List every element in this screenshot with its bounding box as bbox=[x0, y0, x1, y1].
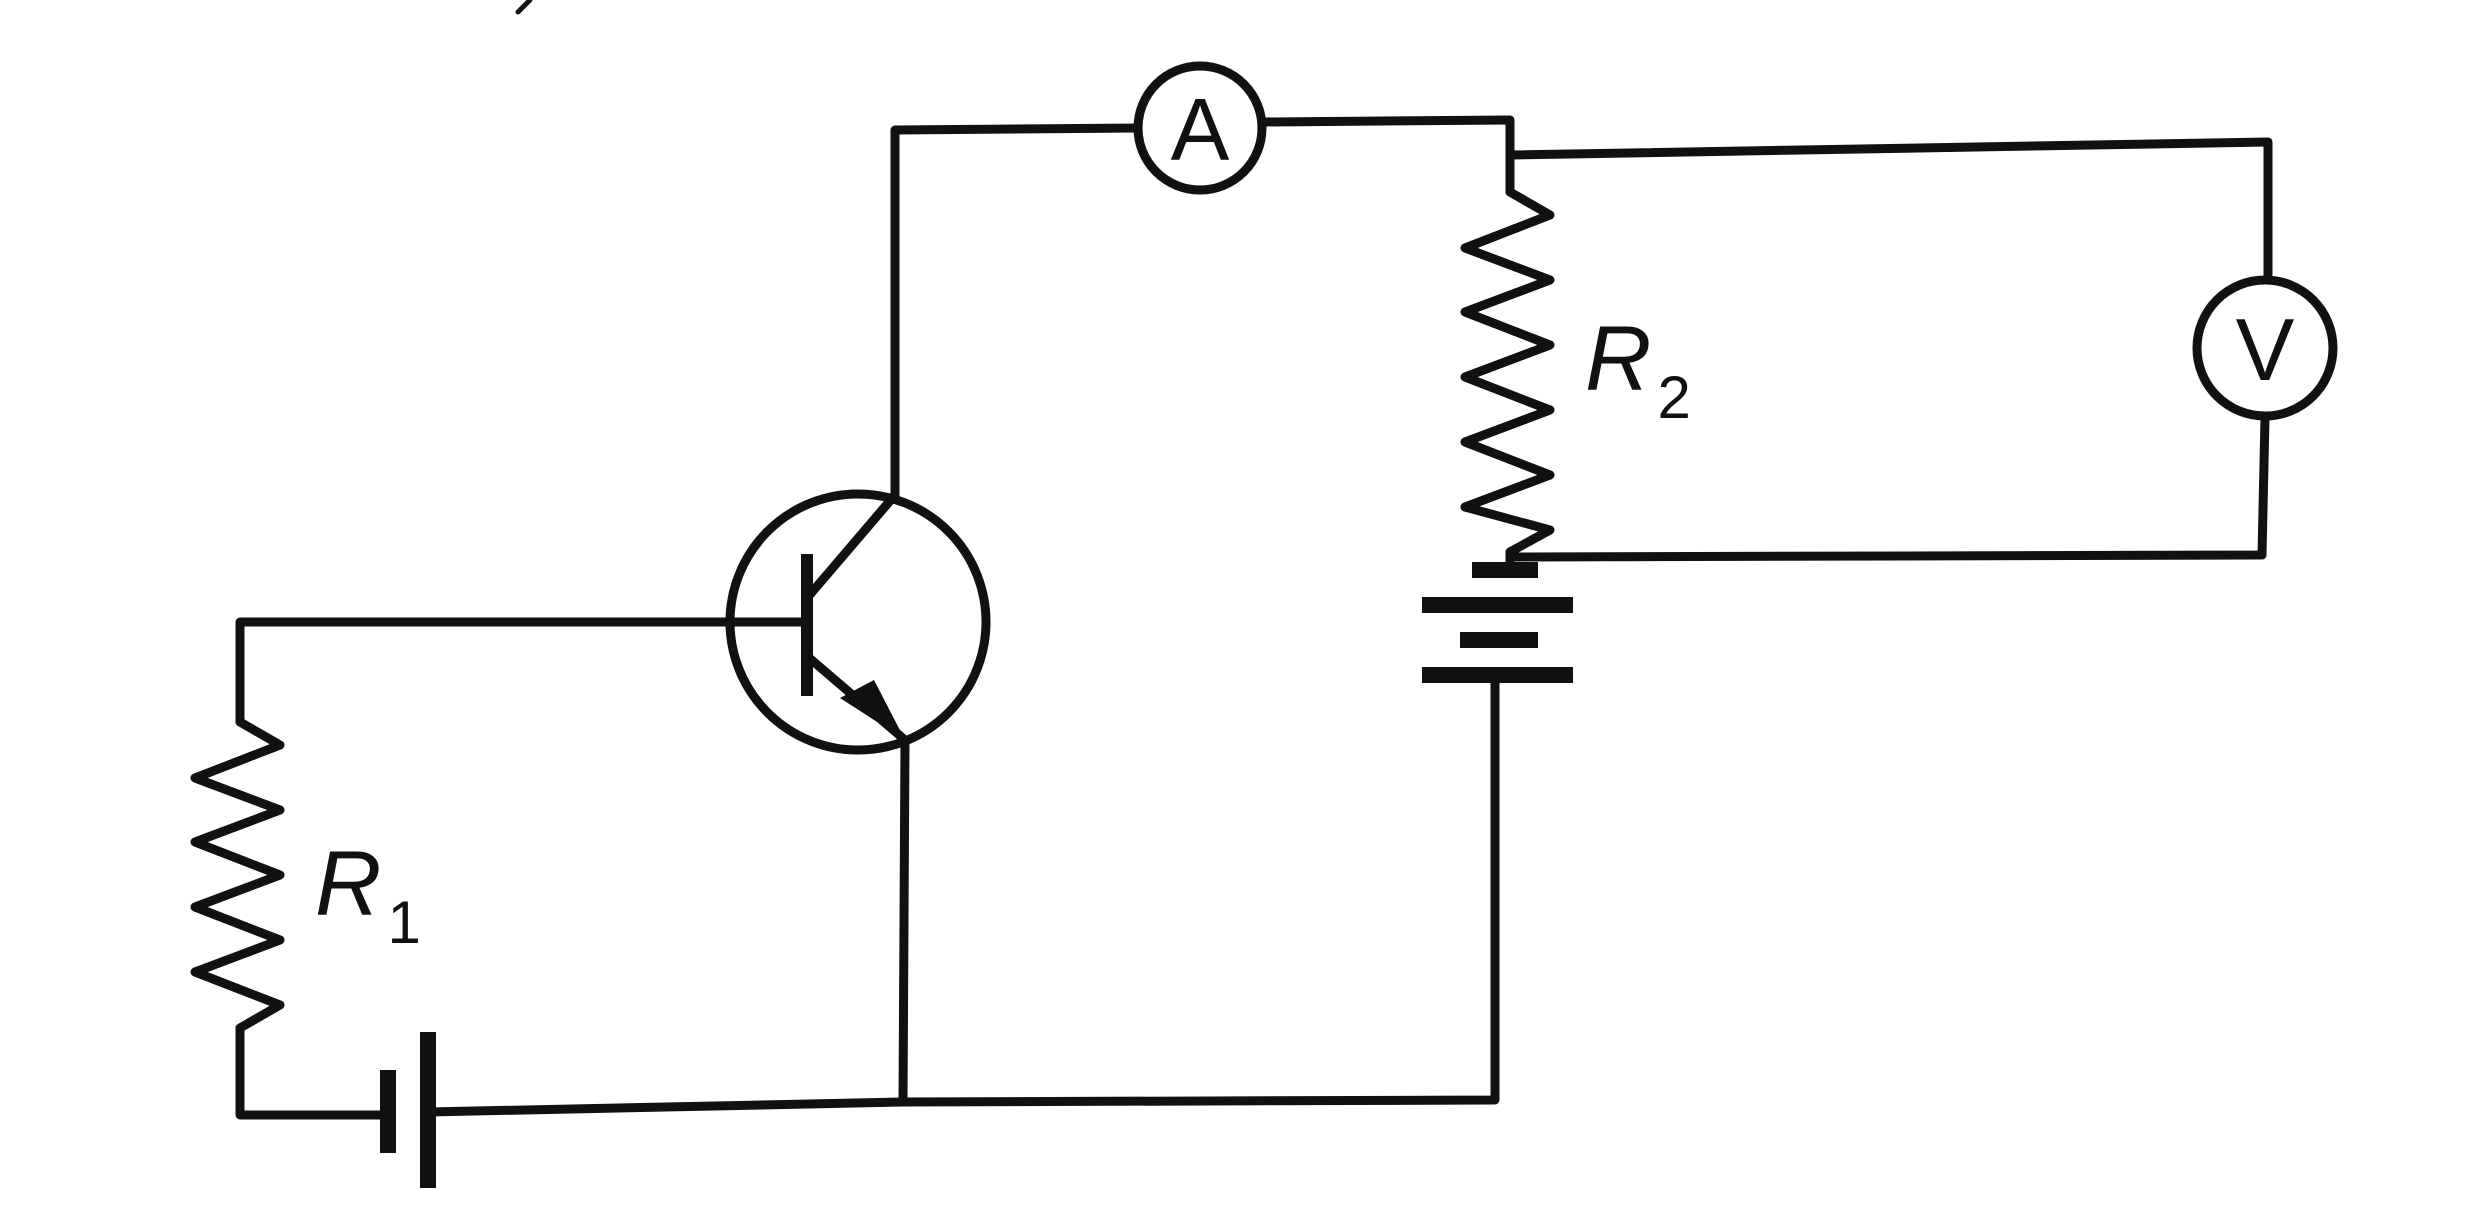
voltmeter-symbol: V bbox=[2236, 300, 2295, 399]
label-r1-letter: R bbox=[315, 833, 381, 935]
ammeter: A bbox=[1133, 61, 1267, 195]
collector-top-wire bbox=[1258, 115, 1515, 197]
base-wire bbox=[235, 617, 812, 727]
voltmeter-ring bbox=[2192, 275, 2338, 421]
ground-wire bbox=[423, 670, 1500, 1117]
voltmeter-top-wire bbox=[1505, 137, 2273, 283]
resistor-r2 bbox=[1460, 187, 1555, 557]
ammeter-symbol: A bbox=[1171, 80, 1230, 179]
ammeter-ring bbox=[1133, 61, 1267, 195]
stray-mark bbox=[515, 0, 533, 15]
voltmeter: V bbox=[2192, 275, 2338, 421]
transistor-envelope bbox=[725, 489, 991, 755]
emitter-arrow-icon bbox=[840, 680, 905, 740]
resistor-r1 bbox=[190, 717, 285, 1033]
label-r1-subscript: 1 bbox=[387, 889, 420, 956]
label-r2-letter: R bbox=[1585, 308, 1651, 410]
transistor-collector-lead bbox=[802, 123, 1143, 603]
r1-to-battery-wire bbox=[235, 1023, 393, 1120]
voltmeter-bottom-wire bbox=[1505, 413, 2270, 562]
label-r2-subscript: 2 bbox=[1657, 364, 1690, 431]
